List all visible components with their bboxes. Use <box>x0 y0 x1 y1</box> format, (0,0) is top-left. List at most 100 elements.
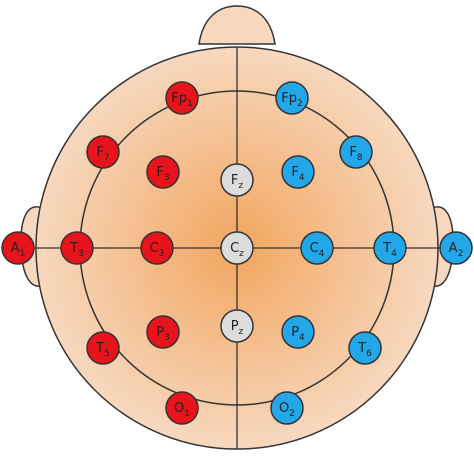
electrode-label: Pz <box>231 319 244 337</box>
electrode-label-subscript: z <box>239 327 244 337</box>
electrode-label: Cz <box>230 241 244 259</box>
electrode-c3: C3 <box>140 231 174 265</box>
electrode-label-subscript: 1 <box>20 249 26 259</box>
electrode-t3: T3 <box>60 231 94 265</box>
electrode-label: Fz <box>231 173 243 191</box>
electrode-label-base: C <box>230 241 239 256</box>
electrode-label-subscript: 4 <box>299 173 305 183</box>
electrode-label-subscript: 1 <box>184 409 190 419</box>
electrode-label-subscript: z <box>238 181 243 191</box>
electrode-label-subscript: 3 <box>159 249 165 259</box>
electrode-label-base: O <box>174 401 184 416</box>
electrode-marker <box>165 391 199 425</box>
electrode-label-base: T <box>69 241 78 256</box>
electrode-label-subscript: 2 <box>297 99 303 109</box>
electrode-o2: O2 <box>270 391 304 425</box>
electrode-label: O2 <box>279 401 295 419</box>
electrode-pz: Pz <box>220 309 254 343</box>
electrode-label-subscript: 4 <box>299 333 305 343</box>
electrode-label: O1 <box>174 401 190 419</box>
nose <box>198 5 276 45</box>
electrode-label-subscript: 4 <box>391 249 397 259</box>
electrode-c4: C4 <box>300 231 334 265</box>
electrode-marker <box>373 231 407 265</box>
electrode-label: A2 <box>449 241 464 259</box>
electrode-marker <box>275 81 309 115</box>
electrode-marker <box>1 231 35 265</box>
electrode-o1: O1 <box>165 391 199 425</box>
electrode-label-base: Fp <box>281 91 297 106</box>
electrode-label-subscript: 6 <box>366 349 372 359</box>
electrode-marker <box>86 135 120 169</box>
electrode-label-base: T <box>382 241 391 256</box>
electrode-fz: Fz <box>220 163 254 197</box>
electrode-label-base: F <box>349 145 356 160</box>
electrode-label-base: T <box>357 341 366 356</box>
electrode-p4: P4 <box>281 315 315 349</box>
electrode-label: P4 <box>291 325 305 343</box>
electrode-label-subscript: 3 <box>164 333 170 343</box>
electrode-label: F8 <box>349 145 362 163</box>
electrode-fp1: Fp1 <box>165 81 199 115</box>
electrode-marker <box>146 155 180 189</box>
electrode-label-subscript: 2 <box>289 409 295 419</box>
electrode-a1: A1 <box>1 231 35 265</box>
electrode-marker <box>339 135 373 169</box>
electrode-label-base: O <box>279 401 289 416</box>
electrode-t4: T4 <box>373 231 407 265</box>
electrode-marker <box>348 331 382 365</box>
electrode-label-base: P <box>291 325 299 340</box>
electrode-marker <box>140 231 174 265</box>
electrode-marker <box>220 163 254 197</box>
electrode-f4: F4 <box>281 155 315 189</box>
electrode-f3: F3 <box>146 155 180 189</box>
electrode-label-subscript: 3 <box>164 173 170 183</box>
electrode-label-subscript: 2 <box>458 249 464 259</box>
electrode-label-subscript: 8 <box>357 153 363 163</box>
electrode-label-base: F <box>231 173 238 188</box>
electrode-label-base: P <box>156 325 164 340</box>
electrode-f8: F8 <box>339 135 373 169</box>
electrode-label: P3 <box>156 325 170 343</box>
electrode-marker <box>300 231 334 265</box>
electrode-marker <box>86 331 120 365</box>
electrode-label-base: F <box>96 145 103 160</box>
electrode-label-base: C <box>150 241 159 256</box>
electrode-f7: F7 <box>86 135 120 169</box>
electrode-label: F4 <box>291 165 304 183</box>
electrode-p3: P3 <box>146 315 180 349</box>
electrode-label-subscript: 5 <box>104 349 110 359</box>
electrode-t5: T5 <box>86 331 120 365</box>
electrode-label-base: A <box>11 241 20 256</box>
electrode-marker <box>281 155 315 189</box>
electrode-label-base: F <box>291 165 298 180</box>
electrode-fp2: Fp2 <box>275 81 309 115</box>
electrode-marker <box>60 231 94 265</box>
electrode-label-base: T <box>95 341 104 356</box>
electrode-cz: Cz <box>220 231 254 265</box>
electrode-label-base: C <box>310 241 319 256</box>
electrode-label: F3 <box>156 165 169 183</box>
electrode-label-base: A <box>449 241 458 256</box>
electrode-label-base: Fp <box>171 91 187 106</box>
electrode-label: Fp1 <box>171 91 192 109</box>
electrode-marker <box>165 81 199 115</box>
electrode-label-base: P <box>231 319 239 334</box>
electrode-label: C4 <box>310 241 325 259</box>
electrode-label-subscript: 1 <box>187 99 193 109</box>
electrode-marker <box>220 231 254 265</box>
electrode-label: A1 <box>11 241 26 259</box>
electrode-marker <box>270 391 304 425</box>
electrode-label: T6 <box>357 341 372 359</box>
electrode-label-base: F <box>156 165 163 180</box>
electrode-t6: T6 <box>348 331 382 365</box>
electrode-label-subscript: 4 <box>319 249 325 259</box>
electrode-a2: A2 <box>439 231 473 265</box>
electrode-label: T3 <box>69 241 84 259</box>
electrode-label-subscript: z <box>239 249 244 259</box>
electrode-marker <box>220 309 254 343</box>
electrode-label-subscript: 7 <box>104 153 110 163</box>
electrode-marker <box>281 315 315 349</box>
